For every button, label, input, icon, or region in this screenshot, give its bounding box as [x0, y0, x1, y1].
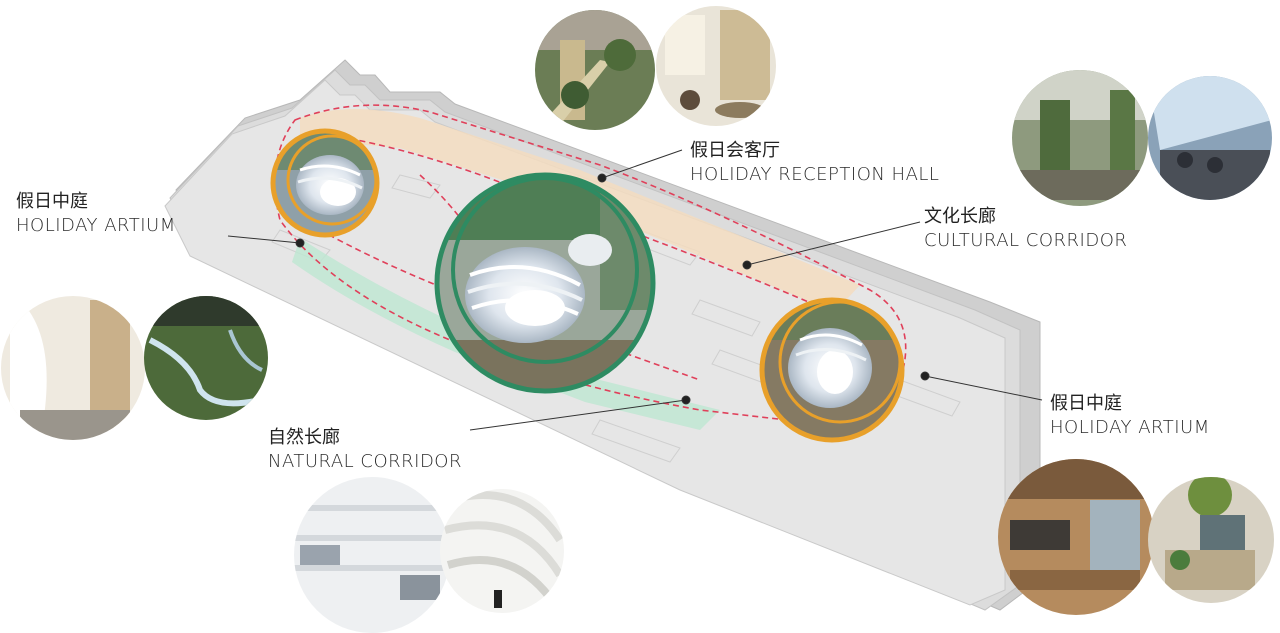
restaurant-terrace-photo: [998, 459, 1154, 615]
label-atrium-left: 假日中庭 HOLIDAY ARTIUM: [16, 190, 176, 238]
corridor-greenery-photo: [1012, 70, 1148, 206]
atrium-escalator-garden-photo: [535, 10, 655, 130]
leader-dot-reception: [597, 173, 607, 183]
white-curved-interior-photo: [1, 296, 145, 440]
label-natural-corridor-cn: 自然长廊: [268, 427, 340, 448]
spiral-white-balcony-photo: [440, 489, 564, 613]
label-natural-corridor: 自然长廊 NATURAL CORRIDOR: [268, 426, 462, 474]
label-cultural-corridor: 文化长廊 CULTURAL CORRIDOR: [924, 205, 1127, 253]
leader-dot-atrium-right: [920, 371, 930, 381]
corridor-skylight-photo: [1148, 76, 1272, 200]
label-cultural-corridor-en: CULTURAL CORRIDOR: [924, 230, 1128, 251]
cafe-plants-photo: [1148, 477, 1274, 603]
label-atrium-right-cn: 假日中庭: [1050, 393, 1122, 414]
atrium-left: [270, 128, 380, 238]
label-reception-hall: 假日会客厅 HOLIDAY RECEPTION HALL: [690, 139, 939, 187]
interior-outlines: [271, 174, 961, 463]
label-reception-hall-en: HOLIDAY RECEPTION HALL: [690, 164, 940, 185]
label-natural-corridor-en: NATURAL CORRIDOR: [268, 451, 462, 472]
reception-lounge-photo: [656, 6, 776, 126]
reception-hall-ring: [434, 172, 656, 394]
label-atrium-right-en: HOLIDAY ARTIUM: [1050, 417, 1210, 438]
leader-dot-atrium-left: [295, 238, 305, 248]
leader-lines: [227, 149, 1043, 431]
cultural-corridor-band: [300, 109, 860, 312]
label-atrium-left-en: HOLIDAY ARTIUM: [16, 215, 176, 236]
white-atrium-levels-photo: [294, 477, 450, 633]
river-valley-aerial-photo: [144, 296, 268, 420]
label-atrium-right: 假日中庭 HOLIDAY ARTIUM: [1050, 392, 1210, 440]
leader-dot-cultural: [742, 260, 752, 270]
label-reception-hall-cn: 假日会客厅: [690, 140, 780, 161]
label-atrium-left-cn: 假日中庭: [16, 191, 88, 212]
leader-dot-natural: [681, 395, 691, 405]
label-cultural-corridor-cn: 文化长廊: [924, 206, 996, 227]
natural-corridor-band: [292, 238, 720, 430]
atrium-right: [759, 297, 905, 443]
